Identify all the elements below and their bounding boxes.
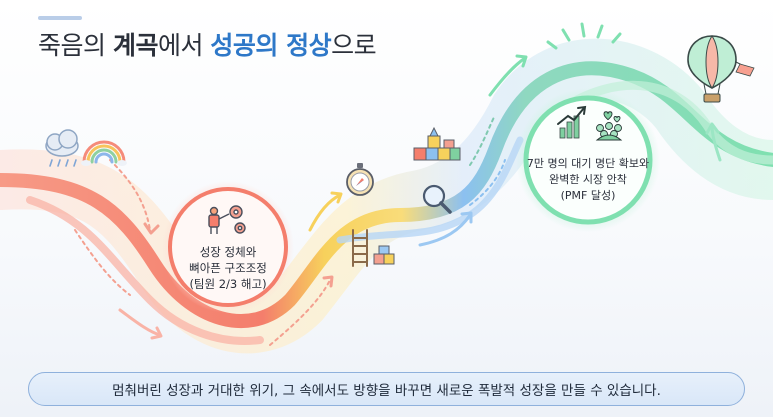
team-gears-icon: [208, 205, 246, 234]
dotted-arrow-rise-1: [269, 279, 331, 346]
rain-cloud-icon: [45, 129, 79, 167]
low-point-line-2: 뼈아픈 구조조정: [189, 261, 267, 275]
arrow-head-rise: [322, 275, 334, 288]
background-road-band: [0, 38, 773, 354]
title-part-3: 에서: [157, 31, 211, 60]
title-part-1: 죽음의: [38, 31, 113, 60]
growth-secondary-curve: [555, 80, 773, 165]
arrow-rise-yellow: [308, 193, 342, 232]
arrow-head-growth-right: [705, 122, 720, 135]
summary-banner: 멈춰버린 성장과 거대한 위기, 그 속에서도 방향을 바꾸면 새로운 폭발적 …: [28, 372, 745, 406]
sun-rays-icon: [546, 22, 622, 50]
arrow-blue-rise: [418, 213, 472, 247]
arrow-head-decline-down: [150, 326, 163, 340]
title-accent-bar: [38, 16, 82, 20]
dotted-arrow-decline-2: [74, 229, 131, 296]
title-highlight: 성공의 정상: [210, 31, 332, 60]
arrow-head-blue-rise: [460, 211, 473, 224]
low-point-label: 성장 정체와 뼈아픈 구조조정 (팀원 2/3 해고): [170, 244, 286, 292]
arrow-head-decline: [143, 222, 160, 235]
building-blocks-icon: [413, 126, 461, 161]
arrow-growth-right: [710, 123, 722, 162]
main-road-path: [0, 61, 773, 329]
crowd-hearts-icon: [595, 111, 623, 141]
arrow-decline-down: [118, 308, 162, 337]
decline-secondary-curve: [26, 196, 264, 345]
title-part-2: 계곡: [112, 31, 159, 60]
ladder-icon: [352, 229, 368, 267]
peak-label: 7만 명의 대기 명단 확보와 완벽한 시장 안착 (PMF 달성): [524, 156, 652, 204]
low-point-circle: [168, 187, 288, 307]
arrow-head-rise-yellow: [330, 191, 343, 204]
magnifier-icon: [422, 184, 452, 214]
dotted-arrow-recovery: [469, 114, 496, 166]
peak-line-3: (PMF 달성): [560, 189, 616, 202]
rainbow-icon: [81, 140, 127, 166]
peak-line-2: 완벽한 시장 안착: [549, 173, 627, 186]
small-blocks-icon: [373, 245, 395, 265]
dotted-arrow-decline-1: [109, 159, 151, 231]
summary-banner-text: 멈춰버린 성장과 거대한 위기, 그 속에서도 방향을 바꾸면 새로운 폭발적 …: [112, 383, 661, 399]
page-title: 죽음의 계곡에서 성공의 정상으로: [38, 26, 377, 62]
arrow-head-growth-peak: [515, 54, 528, 68]
growth-chart-icon: [557, 105, 587, 139]
peak-line-1: 7만 명의 대기 명단 확보와: [526, 157, 650, 170]
low-point-line-1: 성장 정체와: [199, 245, 257, 259]
arrow-growth-peak: [488, 56, 527, 97]
title-part-5: 으로: [331, 31, 377, 60]
compass-icon: [346, 163, 374, 196]
hot-air-balloon-icon: [687, 35, 755, 103]
low-point-line-3: (팀원 2/3 해고): [189, 277, 267, 291]
